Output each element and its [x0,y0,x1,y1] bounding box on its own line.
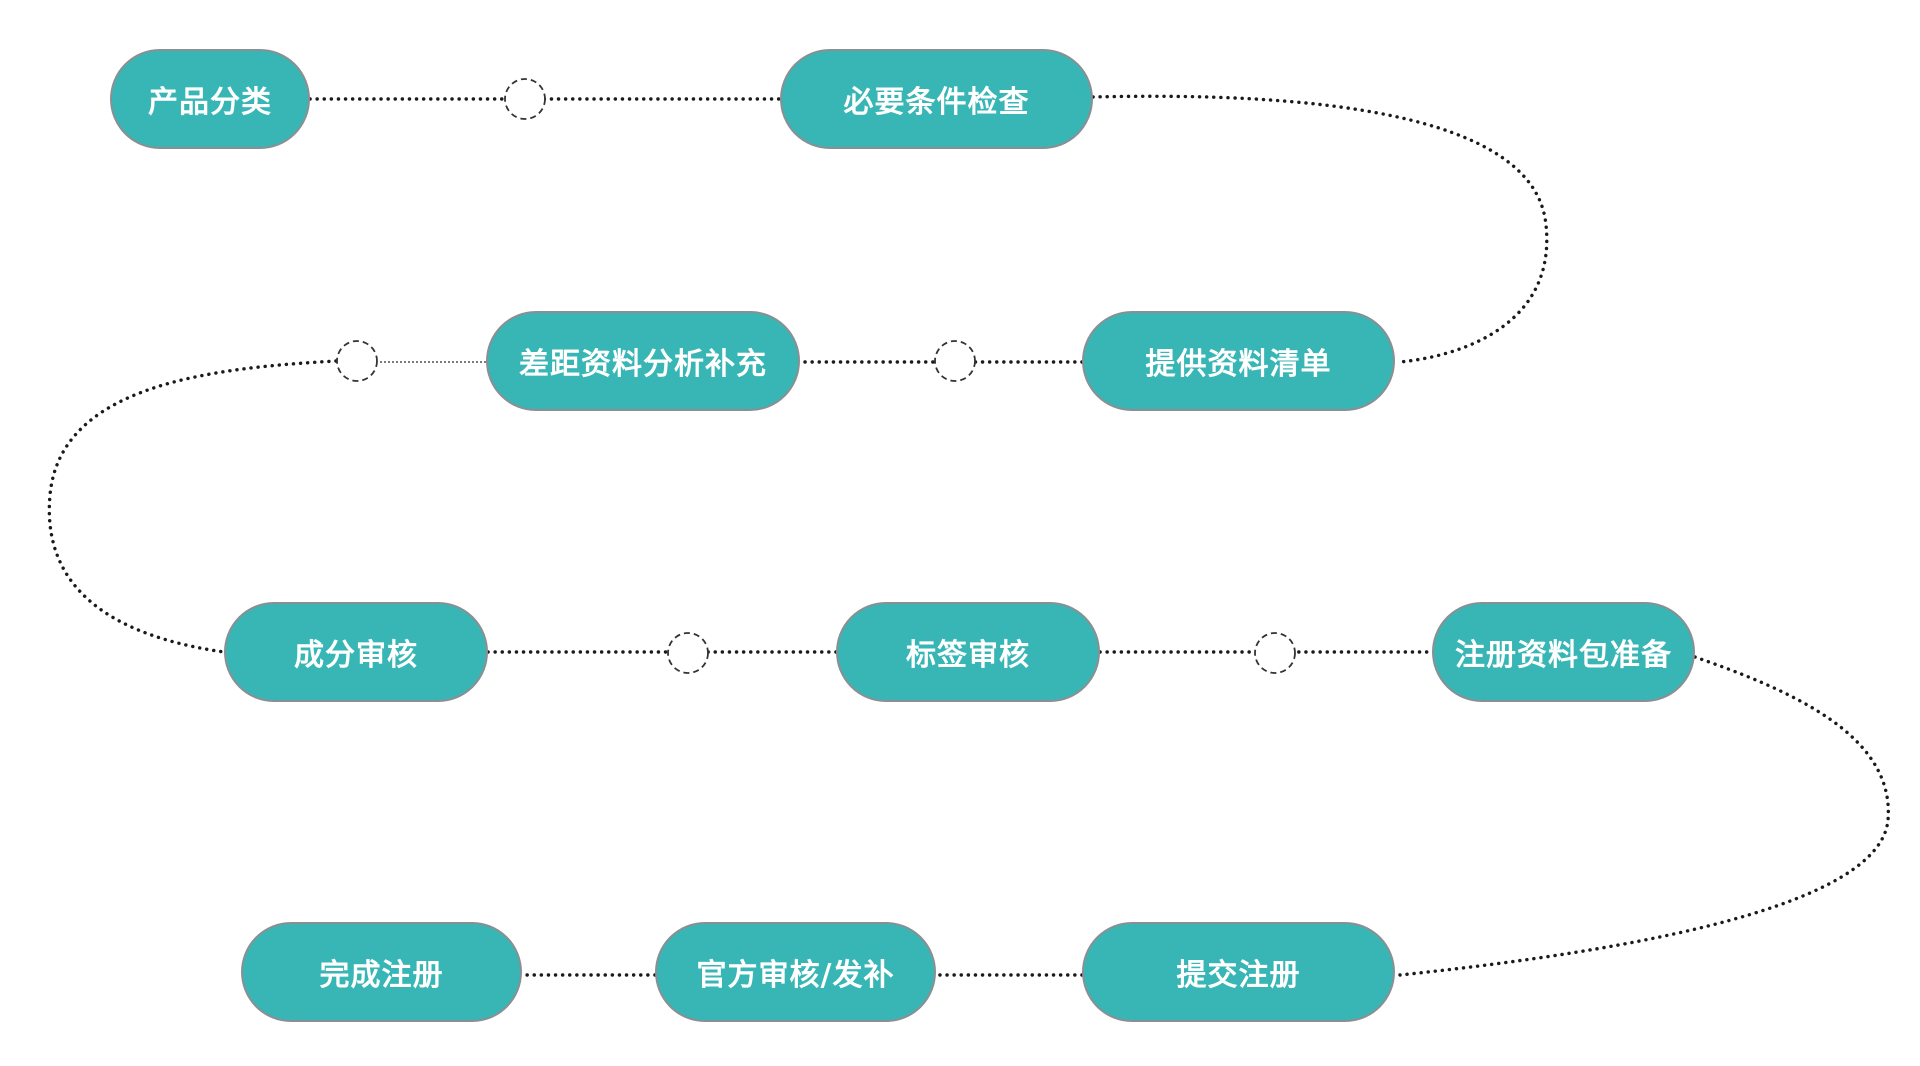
node-product-classification: 产品分类 [110,49,310,149]
node-label: 产品分类 [148,85,272,120]
node-prerequisite-check: 必要条件检查 [780,49,1093,149]
marker-circle-row2-left [336,340,378,382]
node-dossier-preparation: 注册资料包准备 [1432,602,1695,702]
marker-circle-row3-right [1254,632,1296,674]
node-label: 提交注册 [1176,958,1301,993]
marker-circle-row3-left [667,632,709,674]
node-official-review: 官方审核/发补 [655,922,936,1022]
node-gap-analysis: 差距资料分析补充 [486,311,800,411]
node-label: 官方审核/发补 [696,958,895,993]
edge-n7-n8 [1398,655,1890,977]
node-label-review: 标签审核 [836,602,1100,702]
node-submit-registration: 提交注册 [1082,922,1395,1022]
node-label: 差距资料分析补充 [519,347,767,382]
node-label: 提供资料清单 [1145,347,1332,382]
node-label: 注册资料包准备 [1455,638,1672,673]
node-label: 成分审核 [294,638,418,673]
node-registration-complete: 完成注册 [241,922,522,1022]
marker-circle-row1 [504,78,546,120]
node-label: 标签审核 [906,638,1030,673]
node-label: 必要条件检查 [843,85,1030,120]
node-document-list: 提供资料清单 [1082,311,1395,411]
node-ingredient-review: 成分审核 [224,602,488,702]
node-label: 完成注册 [319,958,444,993]
edge-n2-n3 [1091,94,1549,364]
marker-circle-row2-right [934,340,976,382]
edge-n4-n5 [47,359,338,654]
